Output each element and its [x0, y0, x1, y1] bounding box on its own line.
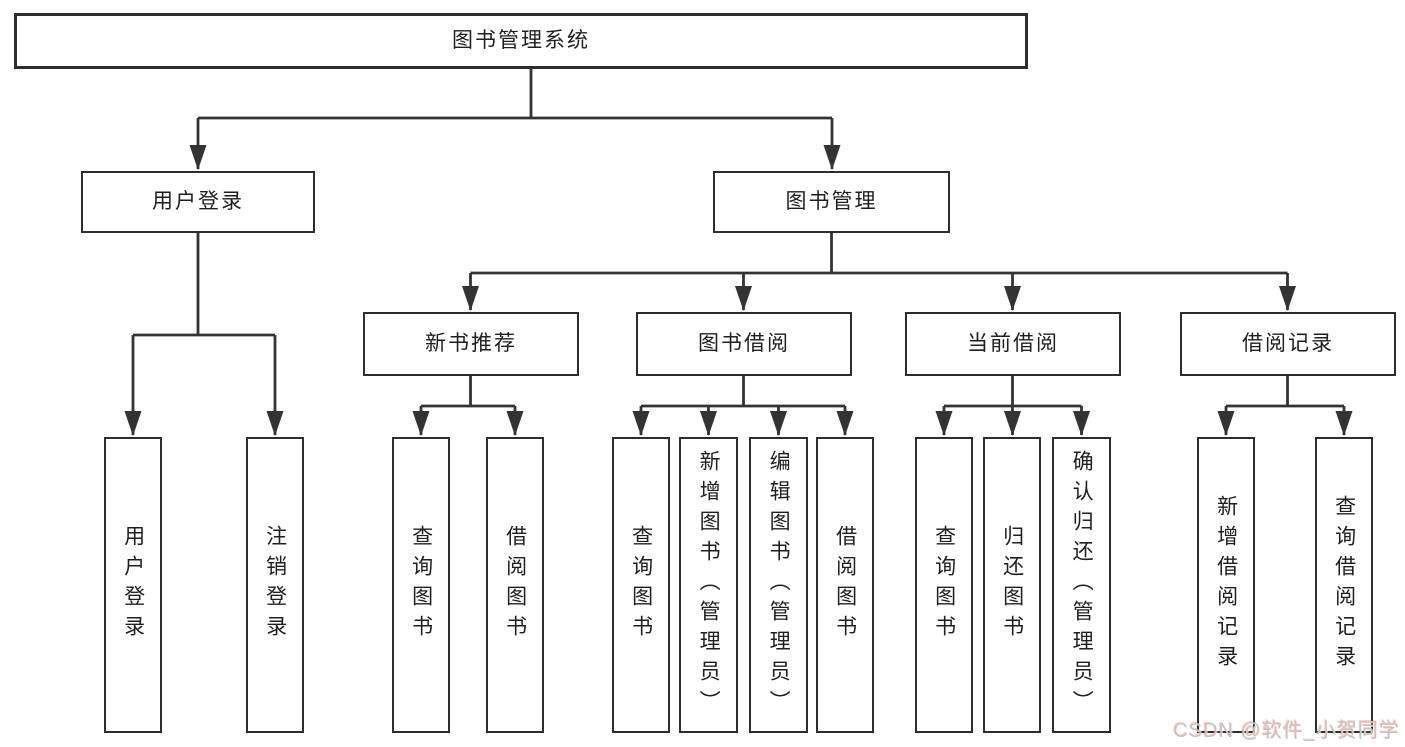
node-book-management-branch: 图书管理 — [713, 171, 950, 233]
node-user-login-branch: 用户登录 — [81, 171, 315, 233]
leaf-query-books-borrow: 查询图书 — [612, 437, 670, 733]
connector-lines — [133, 69, 1344, 408]
node-new-book-recommendation: 新书推荐 — [363, 312, 579, 376]
leaf-add-books-admin: 新增图书（管理员） — [679, 437, 738, 733]
node-library-management-system: 图书管理系统 — [14, 13, 1028, 69]
leaf-borrow-books: 借阅图书 — [816, 437, 874, 733]
node-current-borrowing: 当前借阅 — [905, 312, 1121, 376]
node-book-borrowing: 图书借阅 — [636, 312, 852, 376]
leaf-query-books-current: 查询图书 — [915, 437, 973, 733]
leaf-return-books: 归还图书 — [983, 437, 1041, 733]
leaf-borrow-books-recommend: 借阅图书 — [486, 437, 544, 733]
leaf-query-books-recommend: 查询图书 — [392, 437, 450, 733]
leaf-confirm-return-admin: 确认归还（管理员） — [1052, 437, 1111, 733]
leaf-user-login: 用户登录 — [104, 437, 162, 733]
csdn-watermark: CSDN @软件_小贺同学 — [1173, 720, 1400, 742]
leaf-logout: 注销登录 — [246, 437, 304, 733]
leaf-query-borrow-record: 查询借阅记录 — [1315, 437, 1373, 733]
leaf-edit-books-admin: 编辑图书（管理员） — [749, 437, 808, 733]
node-borrowing-records: 借阅记录 — [1180, 312, 1396, 376]
leaf-add-borrow-record: 新增借阅记录 — [1197, 437, 1255, 733]
